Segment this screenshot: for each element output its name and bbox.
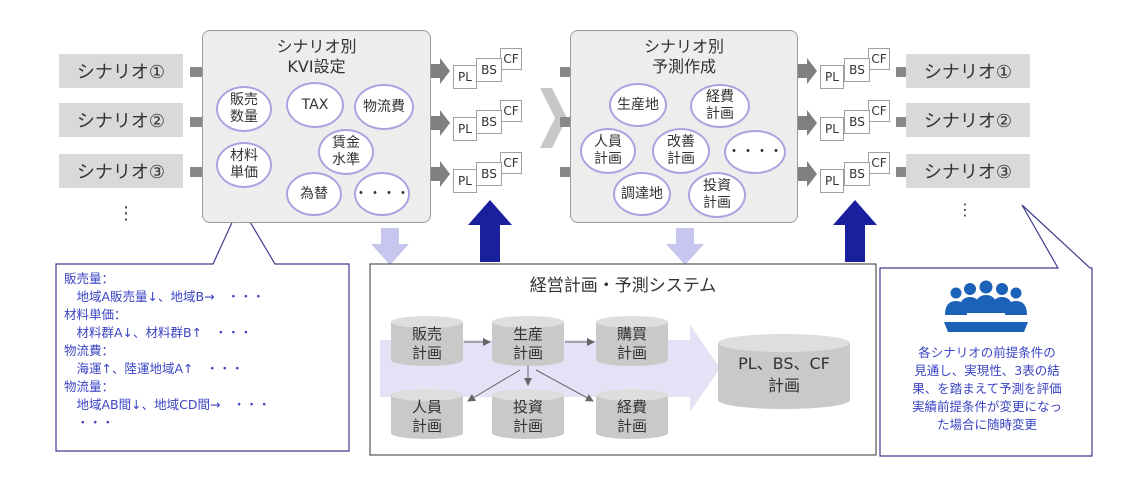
cylinder-production-plan <box>492 316 564 366</box>
doc-cf-6: CF <box>868 152 890 174</box>
doc-cf-1: CF <box>500 48 522 70</box>
system-title: 経営計画・予測システム <box>529 276 717 296</box>
doc-pl-6: PL <box>820 169 844 193</box>
arrow-right-2 <box>430 110 450 136</box>
doc-cf-3: CF <box>500 152 522 174</box>
arrows-forecast-to-docs <box>797 58 817 187</box>
kvi-oval-sales-volume: 販売 数量 <box>216 86 272 132</box>
forecast-panel-title: シナリオ別 予測作成 <box>643 37 724 76</box>
cylinder-investment-plan <box>492 389 564 439</box>
forecast-oval-staff-plan: 人員 計画 <box>580 128 636 174</box>
connector-left-3 <box>190 167 202 177</box>
system-output: PL、BS、CF 計画 <box>738 354 830 395</box>
system-node-sales: 販売 計画 <box>411 325 442 362</box>
left-ellipsis: ⋮ <box>117 203 135 224</box>
doc-pl-4: PL <box>820 65 844 89</box>
doc-bs-2: BS <box>476 110 502 134</box>
cylinder-sales-plan <box>391 316 463 366</box>
kvi-note-callout <box>55 203 350 452</box>
doc-cf-5: CF <box>868 100 890 122</box>
arrow-right-4 <box>797 58 817 84</box>
kvi-note-text: 販売量： 地域A販売量↓、地域B→ ・・・ 材料単価： 材料群A↓、材料群B↑ … <box>64 271 271 430</box>
connector-left-1 <box>190 67 202 77</box>
doc-pl-1: PL <box>453 65 477 89</box>
right-scenario-1: シナリオ① <box>906 54 1030 88</box>
arrows-kvi-to-docs <box>430 58 450 187</box>
kvi-oval-logistics-cost: 物流費 <box>354 84 414 130</box>
kvi-oval-wage-level: 賃金 水準 <box>318 129 374 175</box>
doc-cf-2: CF <box>500 100 522 122</box>
cylinder-purchase-plan <box>596 316 668 366</box>
connector-mid-3 <box>560 167 572 177</box>
system-node-production: 生産 計画 <box>512 325 543 362</box>
eval-note-text: 各シナリオの前提条件の 見通し、実現性、3表の結 果、を踏まえて予測を評価 実績… <box>911 345 1062 432</box>
connector-right-3 <box>896 167 906 177</box>
connector-mid-1 <box>560 67 572 77</box>
cylinders <box>391 316 850 439</box>
doc-pl-5: PL <box>820 117 844 141</box>
forecast-oval-procurement-site: 調達地 <box>613 172 671 216</box>
arrow-up-dark-2 <box>833 200 877 262</box>
system-node-purchase: 購買 計画 <box>616 325 647 362</box>
right-scenario-2: シナリオ② <box>906 103 1030 137</box>
arrow-right-6 <box>797 161 817 187</box>
doc-pl-3: PL <box>453 169 477 193</box>
connector-left-2 <box>190 117 202 127</box>
arrow-right-1 <box>430 58 450 84</box>
system-connectors <box>464 338 595 402</box>
kvi-panel-title: シナリオ別 KVI設定 <box>276 37 357 76</box>
arrow-down-light-1 <box>371 228 409 265</box>
arrow-up-dark-1 <box>468 200 512 262</box>
doc-cf-4: CF <box>868 48 890 70</box>
left-scenario-3: シナリオ③ <box>59 154 183 188</box>
kvi-oval-more: ・・・・ <box>354 172 410 216</box>
forecast-panel <box>570 30 798 223</box>
kvi-oval-tax: TAX <box>286 82 344 128</box>
forecast-oval-investment-plan: 投資 計画 <box>688 172 746 218</box>
arrow-right-3 <box>430 161 450 187</box>
connector-right-1 <box>896 67 906 77</box>
system-node-investment: 投資 計画 <box>512 398 543 435</box>
right-ellipsis: ⋮ <box>957 200 973 219</box>
cylinder-output <box>718 334 850 409</box>
people-group-icon <box>944 280 1028 332</box>
connector-right-2 <box>896 117 906 127</box>
connector-mid-2 <box>560 117 572 127</box>
doc-pl-2: PL <box>453 117 477 141</box>
forecast-oval-more: ・・・・ <box>724 130 786 174</box>
doc-bs-5: BS <box>844 110 870 134</box>
kvi-oval-material-price: 材料 単価 <box>216 142 272 188</box>
cylinder-staff-plan <box>391 389 463 439</box>
forecast-oval-expense-plan: 経費 計画 <box>690 84 750 128</box>
cylinder-expense-plan <box>596 389 668 439</box>
doc-bs-4: BS <box>844 58 870 82</box>
left-scenario-2: シナリオ② <box>59 103 183 137</box>
arrow-down-light-2 <box>666 228 704 265</box>
kvi-oval-exchange-rate: 為替 <box>286 172 342 216</box>
forecast-oval-improvement-plan: 改善 計画 <box>652 128 710 174</box>
left-scenario-1: シナリオ① <box>59 54 183 88</box>
forecast-oval-production-site: 生産地 <box>609 83 667 127</box>
arrow-right-5 <box>797 110 817 136</box>
right-scenario-3: シナリオ③ <box>906 154 1030 188</box>
doc-bs-1: BS <box>476 58 502 82</box>
doc-bs-3: BS <box>476 162 502 186</box>
system-node-staff: 人員 計画 <box>411 398 442 435</box>
doc-bs-6: BS <box>844 162 870 186</box>
system-node-expense: 経費 計画 <box>616 398 647 435</box>
